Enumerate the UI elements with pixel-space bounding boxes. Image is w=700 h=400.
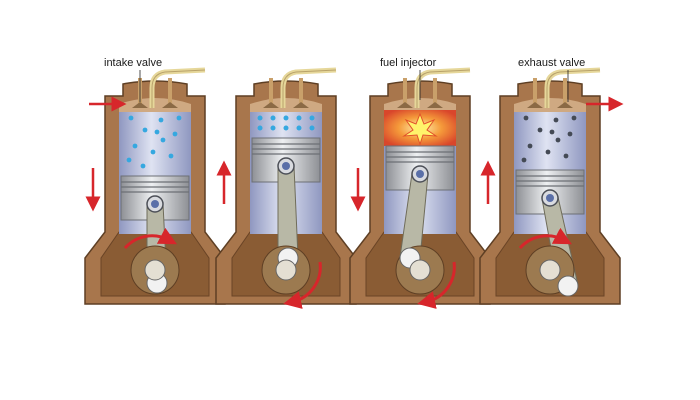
fuel-line-edge [151,69,206,108]
gas-particle [142,127,148,133]
gas-particle [132,143,138,149]
gas-particle [176,115,182,121]
wrist-pin-core [151,200,159,208]
rotation-arrow [283,261,322,309]
valve-stem-right [563,78,567,108]
rotation-arrow [123,227,177,250]
gas-particle [309,115,315,121]
valve-stem-left [533,78,537,108]
rotation-arrow [417,261,456,309]
gas-particle [527,143,533,149]
fuel-line-edge [282,69,337,108]
cylinder-head [250,98,322,112]
crankshaft-axis [539,259,561,281]
wrist-pin-core [282,162,290,170]
valve-stem-right [299,78,303,108]
gas-particle [553,117,559,123]
intake-valve-label: intake valve [104,57,162,69]
gas-particle [296,125,302,131]
fuel-injector-label: fuel injector [380,57,437,69]
valve-head-right [557,102,573,108]
gas-particle [521,157,527,163]
valve-stem-right [433,78,437,108]
gas-particle [555,137,561,143]
exhaust-valve-label: exhaust valve [518,57,585,69]
valve-head-left [397,102,413,108]
gas-particle [158,117,164,123]
valve-head-left [527,102,543,108]
valve-head-left [132,102,148,108]
wrist-pin-core [546,194,554,202]
engine-exhaust [479,67,624,305]
gas-particle [283,125,289,131]
rotation-arrow [518,227,572,250]
gas-particle [160,137,166,143]
cylinder-head [384,98,456,112]
valve-head-left [263,102,279,108]
engine-power [349,67,491,309]
gas-particle [150,149,156,155]
gas-particle [549,129,555,135]
gas-particle [563,153,569,159]
gas-particle [571,115,577,121]
gas-particle [296,115,302,121]
wrist-pin-core [416,170,424,178]
gas-particle [309,125,315,131]
valve-stem-right [168,78,172,108]
fuel-line-edge [546,69,601,108]
connecting-rod [277,165,299,259]
gas-particle [270,125,276,131]
rod-shaft [277,165,299,259]
gas-particle [545,149,551,155]
gas-particle [168,153,174,159]
valve-head-right [162,102,178,108]
gas-particle [172,131,178,137]
valve-head-right [427,102,443,108]
gas-particle [140,163,146,169]
gas-particle [567,131,573,137]
cylinder-head [119,98,191,112]
engine-intake [84,67,226,305]
gas-particle [283,115,289,121]
crankshaft-axis [409,259,431,281]
gas-particle [257,125,263,131]
gas-particle [126,157,132,163]
explosion-spark [402,112,438,146]
gas-particle [154,129,160,135]
crankshaft-axis [144,259,166,281]
gas-particle [257,115,263,121]
valve-stem-left [403,78,407,108]
gas-particle [537,127,543,133]
valve-head-right [293,102,309,108]
valve-stem-left [269,78,273,108]
crank-pin [557,275,579,297]
gas-particle [128,115,134,121]
gas-particle [270,115,276,121]
engine-compression [215,67,357,309]
crankshaft-axis [275,259,297,281]
gas-particle [523,115,529,121]
